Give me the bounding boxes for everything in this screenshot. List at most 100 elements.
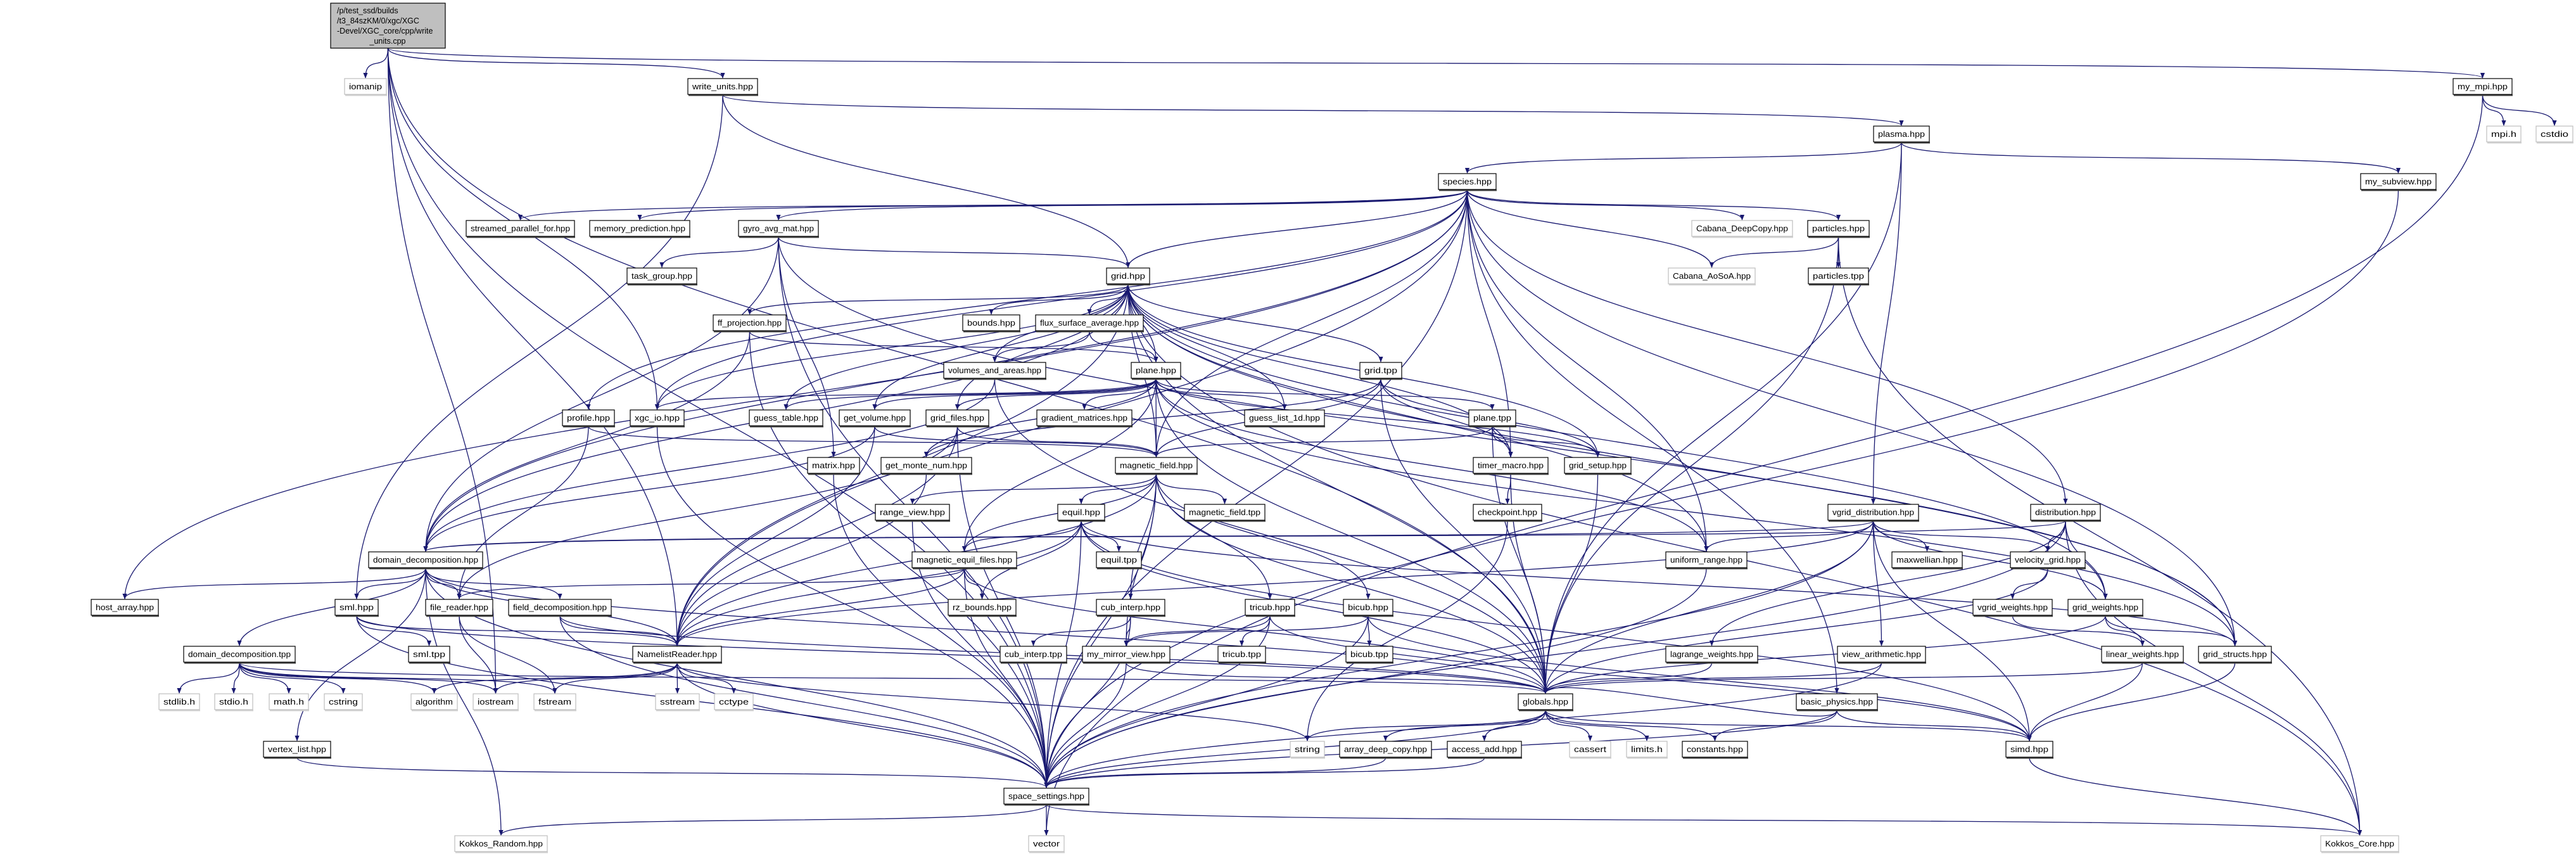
- graph-node-space-settings[interactable]: space_settings.hpp: [1003, 788, 1089, 806]
- graph-node-cub-interp[interactable]: cub_interp.hpp: [1096, 599, 1165, 617]
- edge-namelist-to-iostream: [493, 662, 678, 694]
- graph-node-maxwellian[interactable]: maxwellian.hpp: [1891, 551, 1963, 570]
- node-label: gradient_matrices.hpp: [1041, 414, 1127, 423]
- graph-node-my-mirror-view[interactable]: my_mirror_view.hpp: [1082, 646, 1171, 664]
- graph-node-array-deep-copy[interactable]: array_deep_copy.hpp: [1339, 741, 1432, 759]
- graph-node-gyro[interactable]: gyro_avg_mat.hpp: [738, 220, 819, 238]
- graph-node-ff-projection[interactable]: ff_projection.hpp: [713, 314, 787, 333]
- graph-node-profile[interactable]: profile.hpp: [562, 409, 615, 428]
- graph-node-bicub[interactable]: bicub.hpp: [1343, 599, 1393, 617]
- node-label: algorithm: [416, 698, 453, 706]
- edge-plane-to-get_volume: [872, 378, 1157, 410]
- graph-node-matrix[interactable]: matrix.hpp: [807, 457, 860, 475]
- graph-node-bounds[interactable]: bounds.hpp: [962, 314, 1020, 333]
- graph-node-dd-tpp[interactable]: domain_decomposition.tpp: [183, 646, 296, 664]
- graph-node-xgc-io[interactable]: xgc_io.hpp: [630, 409, 685, 428]
- node-label: velocity_grid.hpp: [2015, 556, 2081, 565]
- edge-dd_tpp-to-stdio: [231, 662, 240, 694]
- edge-domain_dec-to-globals: [425, 568, 1548, 694]
- graph-node-get-volume[interactable]: get_volume.hpp: [839, 409, 911, 428]
- graph-node-mef[interactable]: magnetic_equil_files.hpp: [911, 551, 1017, 570]
- graph-node-host-array[interactable]: host_array.hpp: [91, 599, 159, 617]
- graph-node-checkpoint[interactable]: checkpoint.hpp: [1473, 504, 1542, 522]
- graph-node-magnetic-field[interactable]: magnetic_field.hpp: [1115, 457, 1198, 475]
- edge-my_mirror_view-to-space_settings: [1044, 662, 1127, 788]
- edge-dd_tpp-to-cstring: [239, 662, 346, 694]
- graph-node-tricub-tpp[interactable]: tricub.tpp: [1217, 646, 1266, 664]
- graph-node-equil-tpp[interactable]: equil.tpp: [1096, 551, 1142, 570]
- graph-node-grid-tpp[interactable]: grid.tpp: [1359, 362, 1402, 380]
- node-label: grid_structs.hpp: [2203, 650, 2267, 659]
- edge-grid-to-uniform_range: [1127, 284, 1709, 552]
- graph-node-uniform-range[interactable]: uniform_range.hpp: [1665, 551, 1748, 570]
- graph-node-particles-tpp[interactable]: particles.tpp: [1808, 267, 1869, 286]
- node-label: task_group.hpp: [631, 272, 692, 281]
- graph-node-vgrid-dist[interactable]: vgrid_distribution.hpp: [1827, 504, 1919, 522]
- graph-node-plane[interactable]: plane.hpp: [1131, 362, 1181, 380]
- graph-node-field-dec[interactable]: field_decomposition.hpp: [508, 599, 612, 617]
- graph-node-grid-setup[interactable]: grid_setup.hpp: [1564, 457, 1632, 475]
- graph-node-mf-tpp[interactable]: magnetic_field.tpp: [1184, 504, 1266, 522]
- graph-node-get-monte[interactable]: get_monte_num.hpp: [880, 457, 972, 475]
- graph-node-constants[interactable]: constants.hpp: [1682, 741, 1748, 759]
- edge-particles-to-kokkos_core: [1837, 236, 2363, 836]
- graph-node-file-reader[interactable]: file_reader.hpp: [425, 599, 493, 617]
- node-label: species.hpp: [1443, 177, 1492, 186]
- edge-tricub-to-my_mirror_view: [1124, 615, 1271, 646]
- graph-node-simd[interactable]: simd.hpp: [2005, 741, 2053, 759]
- graph-node-lagrange[interactable]: lagrange_weights.hpp: [1665, 646, 1758, 664]
- graph-node-vertex-list[interactable]: vertex_list.hpp: [263, 741, 331, 759]
- graph-node-rz-bounds[interactable]: rz_bounds.hpp: [948, 599, 1017, 617]
- graph-node-globals[interactable]: globals.hpp: [1518, 693, 1573, 712]
- graph-node-gradient[interactable]: gradient_matrices.hpp: [1036, 409, 1133, 428]
- graph-node-view-arith[interactable]: view_arithmetic.hpp: [1837, 646, 1926, 664]
- graph-node-volumes[interactable]: volumes_and_areas.hpp: [943, 362, 1046, 380]
- graph-node-streamed[interactable]: streamed_parallel_for.hpp: [466, 220, 575, 238]
- edge-grid_setup-to-globals: [1543, 473, 1599, 694]
- graph-node-distribution[interactable]: distribution.hpp: [2030, 504, 2101, 522]
- graph-node-flux[interactable]: flux_surface_average.hpp: [1035, 314, 1144, 333]
- graph-node-plane-tpp[interactable]: plane.tpp: [1468, 409, 1516, 428]
- edge-vgrid_dist-to-globals: [1543, 520, 1874, 694]
- graph-node-grid-files[interactable]: grid_files.hpp: [925, 409, 989, 428]
- graph-node-grid-structs[interactable]: grid_structs.hpp: [2198, 646, 2272, 664]
- graph-node-guess-list[interactable]: guess_list_1d.hpp: [1244, 409, 1325, 428]
- graph-node-cstring: cstring: [324, 693, 363, 712]
- edge-equil-to-namelist: [675, 520, 1082, 646]
- graph-node-my-mpi[interactable]: my_mpi.hpp: [2452, 78, 2513, 96]
- edge-view_arith-to-globals: [1543, 662, 1882, 694]
- graph-node-basic-physics[interactable]: basic_physics.hpp: [1796, 693, 1878, 712]
- edge-domain_dec-to-dd_tpp: [237, 568, 426, 646]
- graph-node-timer-macro[interactable]: timer_macro.hpp: [1473, 457, 1549, 475]
- graph-node-access-add[interactable]: access_add.hpp: [1447, 741, 1522, 759]
- graph-node-species[interactable]: species.hpp: [1438, 173, 1497, 191]
- graph-node-sml[interactable]: sml.hpp: [334, 599, 379, 617]
- graph-node-grid-weights[interactable]: grid_weights.hpp: [2067, 599, 2143, 617]
- graph-node-bicub-tpp[interactable]: bicub.tpp: [1345, 646, 1393, 664]
- edge-plane-to-xgc_io: [655, 378, 1157, 410]
- graph-node-domain-dec[interactable]: domain_decomposition.hpp: [368, 551, 483, 570]
- node-label: plane.tpp: [1473, 414, 1511, 423]
- graph-node-guess-table[interactable]: guess_table.hpp: [749, 409, 823, 428]
- edge-distribution-to-space_settings: [1044, 520, 2066, 788]
- graph-node-grid[interactable]: grid.hpp: [1106, 267, 1150, 286]
- graph-node-my-subview[interactable]: my_subview.hpp: [2360, 173, 2437, 191]
- graph-node-equil[interactable]: equil.hpp: [1057, 504, 1105, 522]
- graph-node-linear-weights[interactable]: linear_weights.hpp: [2101, 646, 2184, 664]
- edge-gyro-to-task_group: [659, 236, 779, 268]
- graph-node-range-view[interactable]: range_view.hpp: [875, 504, 950, 522]
- graph-node-particles[interactable]: particles.hpp: [1807, 220, 1870, 238]
- graph-node-plasma[interactable]: plasma.hpp: [1873, 125, 1930, 144]
- graph-node-memory[interactable]: memory_prediction.hpp: [589, 220, 690, 238]
- node-label: cstring: [329, 698, 358, 706]
- graph-node-root-write-units-cpp[interactable]: /p/test_ssd/builds /t3_84szKM/0/xgc/XGC …: [330, 3, 446, 49]
- edge-equil-to-mef: [961, 520, 1082, 552]
- graph-node-velocity-grid[interactable]: velocity_grid.hpp: [2010, 551, 2086, 570]
- graph-node-sml-tpp[interactable]: sml.tpp: [408, 646, 450, 664]
- graph-node-cub-interp-tpp[interactable]: cub_interp.tpp: [999, 646, 1067, 664]
- graph-node-task-group[interactable]: task_group.hpp: [626, 267, 697, 286]
- graph-node-write-units[interactable]: write_units.hpp: [687, 78, 758, 96]
- graph-node-vgrid-weights[interactable]: vgrid_weights.hpp: [1972, 599, 2053, 617]
- graph-node-tricub[interactable]: tricub.hpp: [1245, 599, 1295, 617]
- graph-node-namelist[interactable]: NamelistReader.hpp: [632, 646, 722, 664]
